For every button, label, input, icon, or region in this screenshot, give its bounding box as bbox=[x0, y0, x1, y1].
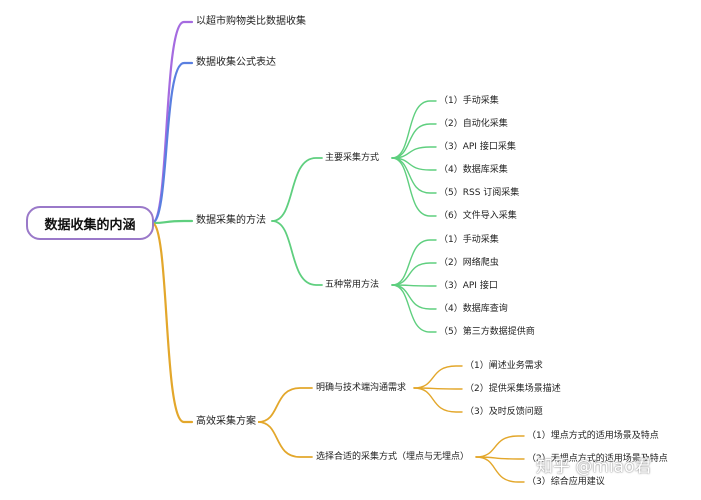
leaf-five-4: （4）数据库查询 bbox=[437, 303, 510, 315]
watermark: 知乎 @miao君 bbox=[536, 457, 652, 477]
leaf-main-3: （3）API 接口采集 bbox=[437, 141, 518, 153]
leaf-five-5: （5）第三方数据提供商 bbox=[437, 326, 537, 338]
leaf-main-1: （1）手动采集 bbox=[437, 95, 501, 107]
leaf-choose-1: （1）埋点方式的适用场景及特点 bbox=[525, 430, 661, 442]
connector-methods-five bbox=[271, 220, 323, 286]
leaf-main-6: （6）文件导入采集 bbox=[437, 210, 519, 222]
connector-root-plan bbox=[150, 221, 194, 424]
connector-main-leaf-5 bbox=[391, 157, 437, 194]
connector-choose-leaf-1 bbox=[475, 435, 525, 458]
connector-comm-leaf-1 bbox=[413, 365, 463, 389]
leaf-main-4: （4）数据库采集 bbox=[437, 164, 510, 176]
leaf-five-1: （1）手动采集 bbox=[437, 234, 501, 246]
leaf-choose-3: （3）综合应用建议 bbox=[525, 476, 607, 488]
connector-plan-choose bbox=[257, 421, 313, 458]
branch-formula: 数据收集公式表达 bbox=[194, 57, 278, 69]
branch-supermarket-analogy: 以超市购物类比数据收集 bbox=[194, 16, 308, 28]
connector-choose-leaf-3 bbox=[475, 456, 525, 483]
connector-main-leaf-2 bbox=[391, 123, 437, 159]
subbranch-five-methods: 五种常用方法 bbox=[323, 279, 382, 291]
leaf-main-5: （5）RSS 订阅采集 bbox=[437, 187, 522, 199]
subbranch-communicate: 明确与技术端沟通需求 bbox=[314, 382, 409, 394]
connector-plan-communicate bbox=[257, 387, 313, 423]
connector-root-formula bbox=[150, 61, 194, 225]
leaf-comm-1: （1）阐述业务需求 bbox=[463, 360, 545, 372]
subbranch-main-methods: 主要采集方式 bbox=[323, 152, 382, 164]
leaf-choose-2: （2）无埋点方式的适用场景及特点 bbox=[525, 453, 670, 465]
connector-root-methods bbox=[150, 219, 194, 225]
connector-five-leaf-1 bbox=[391, 239, 437, 286]
root-node: 数据收集的内涵 bbox=[26, 206, 154, 240]
connector-main-leaf-6 bbox=[391, 157, 437, 217]
leaf-comm-3: （3）及时反馈问题 bbox=[463, 406, 545, 418]
connector-root-analogy bbox=[150, 20, 194, 225]
connector-main-leaf-1 bbox=[391, 100, 437, 159]
leaf-five-2: （2）网络爬虫 bbox=[437, 257, 501, 269]
connector-methods-main bbox=[271, 157, 323, 222]
connector-five-leaf-2 bbox=[391, 262, 437, 286]
branch-efficient-plan: 高效采集方案 bbox=[194, 416, 258, 428]
leaf-main-2: （2）自动化采集 bbox=[437, 118, 510, 130]
branch-methods: 数据采集的方法 bbox=[194, 215, 268, 227]
subbranch-choose-method: 选择合适的采集方式（埋点与无埋点） bbox=[314, 451, 472, 463]
leaf-comm-2: （2）提供采集场景描述 bbox=[463, 383, 563, 395]
connector-five-leaf-4 bbox=[391, 284, 437, 310]
connector-five-leaf-5 bbox=[391, 284, 437, 333]
connector-main-leaf-3 bbox=[391, 146, 437, 159]
connector-comm-leaf-3 bbox=[413, 387, 463, 413]
leaf-five-3: （3）API 接口 bbox=[437, 280, 500, 292]
